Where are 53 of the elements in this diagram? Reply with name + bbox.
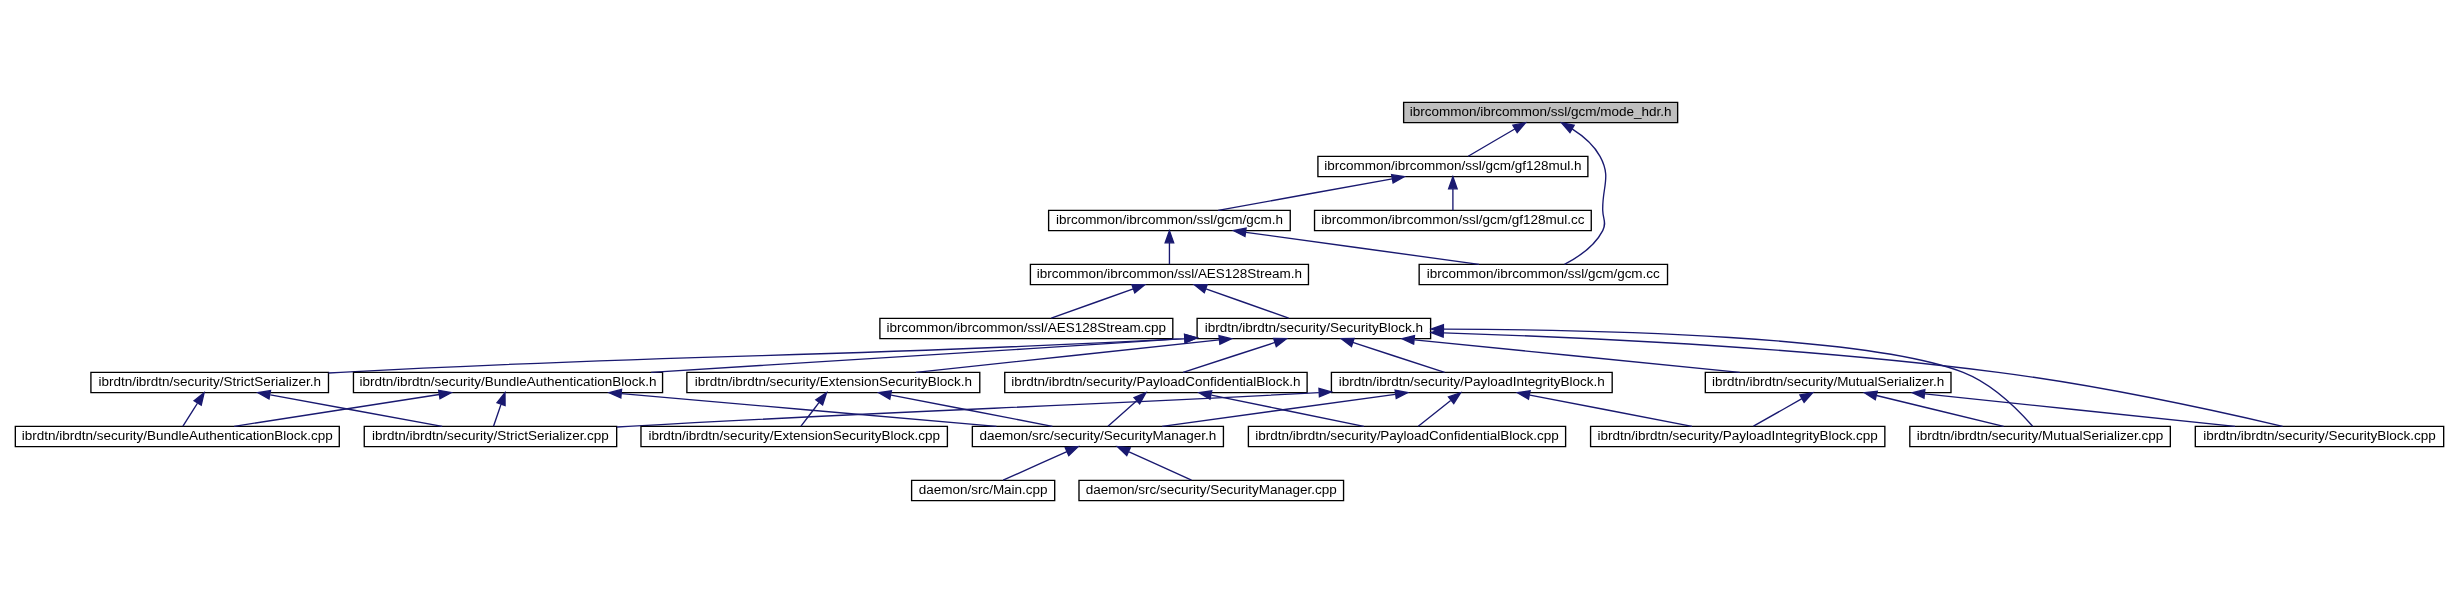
node-box: ibrdtn/ibrdtn/security/StrictSerializer.cpp (363, 425, 618, 448)
node-box: daemon/src/security/SecurityManager.h (971, 425, 1225, 448)
node-box: ibrdtn/ibrdtn/security/SecurityBlock.cpp (2194, 425, 2445, 448)
arrow (1192, 284, 1290, 319)
node-box: ibrdtn/ibrdtn/security/PayloadConfidentialBlock.cpp (1247, 425, 1567, 448)
arrow (1164, 228, 1175, 265)
node-box: ibrdtn/ibrdtn/security/PayloadIntegrityBlock.h (1330, 371, 1613, 394)
arrow (1429, 327, 2284, 427)
node-box: ibrdtn/ibrdtn/security/BundleAuthenticationBlock.h (352, 371, 664, 394)
node-box: ibrdtn/ibrdtn/security/SecurityBlock.h (1196, 317, 1432, 340)
node-box: ibrdtn/ibrdtn/security/PayloadConfidentialBlock.h (1004, 371, 1308, 394)
arrow (1217, 173, 1407, 212)
node-box: ibrdtn/ibrdtn/security/MutualSerializer.cpp (1909, 425, 2171, 448)
arrow (1339, 337, 1446, 373)
arrow (915, 334, 1234, 373)
node-box: ibrdtn/ibrdtn/security/ExtensionSecurityBlock.cpp (640, 425, 949, 448)
arrow (1515, 389, 1693, 427)
arrow (1182, 337, 1289, 373)
arrow (876, 389, 1054, 427)
arrow (607, 388, 998, 427)
arrow (800, 391, 828, 427)
arrow (1115, 445, 1193, 481)
node-box: ibrdtn/ibrdtn/security/StrictSerializer.h (90, 371, 330, 394)
arrow (492, 390, 506, 427)
node-box: ibrcommon/ibrcommon/ssl/gcm/gcm.cc (1418, 263, 1669, 286)
arrow (327, 333, 1199, 374)
node-box: daemon/src/Main.cpp (910, 479, 1056, 502)
node-box: ibrcommon/ibrcommon/ssl/gcm/gf128mul.cc (1313, 209, 1592, 232)
arrow (1862, 390, 2005, 427)
arrow (1752, 391, 1815, 427)
arrow (650, 333, 1199, 373)
node-box: ibrdtn/ibrdtn/security/MutualSerializer.h (1704, 371, 1952, 394)
node-box: ibrcommon/ibrcommon/ssl/gcm/mode_hdr.h (1402, 101, 1679, 124)
arrow (1107, 391, 1148, 427)
node-box: ibrcommon/ibrcommon/ssl/gcm/gf128mul.h (1317, 155, 1589, 178)
arrow (1447, 174, 1459, 211)
arrow (1161, 389, 1410, 427)
node-box: ibrdtn/ibrdtn/security/PayloadIntegrityBlock.cpp (1589, 425, 1886, 448)
node-box: ibrcommon/ibrcommon/ssl/AES128Stream.cpp (879, 317, 1174, 340)
node-box: ibrdtn/ibrdtn/security/BundleAuthenticationBlock.cpp (14, 425, 340, 448)
arrow (1399, 334, 1741, 373)
node-box: ibrdtn/ibrdtn/security/ExtensionSecurityBlock.h (686, 371, 981, 394)
arrow (1910, 388, 2236, 427)
node-box: ibrcommon/ibrcommon/ssl/AES128Stream.h (1029, 263, 1310, 286)
arrow (1467, 121, 1528, 157)
arrow (1559, 121, 1607, 265)
arrow (1417, 391, 1463, 427)
node-box: daemon/src/security/SecurityManager.cpp (1078, 479, 1345, 502)
node-box: ibrcommon/ibrcommon/ssl/gcm/gcm.h (1047, 209, 1291, 232)
arrow (182, 390, 206, 427)
arrow (1196, 390, 1365, 427)
arrow (1050, 284, 1147, 319)
arrow (616, 387, 1334, 428)
